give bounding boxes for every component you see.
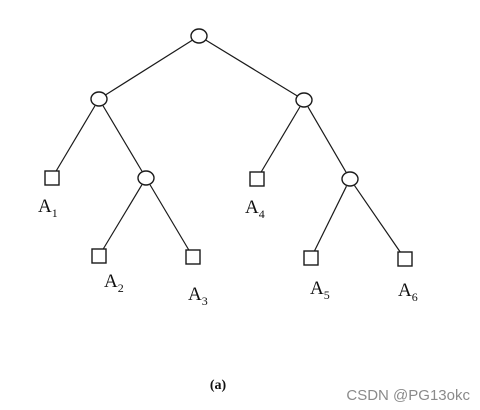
leaf-label-A2: A2 <box>104 271 124 295</box>
inner-node-n1 <box>90 91 108 107</box>
inner-node-root <box>190 28 208 44</box>
edge-n1-n3 <box>102 105 143 172</box>
leaf-subscript-A3: 3 <box>202 294 208 308</box>
edge-root-n1 <box>105 39 193 96</box>
edge-n3-A2 <box>102 184 143 250</box>
leaf-subscript-A1: 1 <box>52 206 58 220</box>
tree-nodes <box>44 28 413 267</box>
diagram-caption: (a) <box>210 378 227 393</box>
inner-node-n4 <box>341 171 359 187</box>
leaf-subscript-A5: 5 <box>324 288 330 302</box>
leaf-node-A1 <box>44 170 60 186</box>
edge-n4-A6 <box>354 185 401 253</box>
edge-n2-n4 <box>307 106 347 173</box>
leaf-label-A6: A6 <box>398 280 418 304</box>
edge-n2-A4 <box>260 106 301 173</box>
edge-n1-A1 <box>55 105 96 172</box>
leaf-label-A5: A5 <box>310 278 330 302</box>
leaf-label-A4: A4 <box>245 197 265 221</box>
leaf-subscript-A4: 4 <box>259 207 265 221</box>
leaf-label-A3: A3 <box>188 284 208 308</box>
edge-root-n2 <box>205 39 298 97</box>
leaf-subscript-A2: 2 <box>118 281 124 295</box>
leaf-label-A1: A1 <box>38 196 58 220</box>
edge-n3-A3 <box>149 184 190 251</box>
inner-node-n3 <box>137 170 155 186</box>
inner-node-n2 <box>295 92 313 108</box>
watermark-text: CSDN @PG13okc <box>346 387 470 404</box>
leaf-node-A6 <box>397 251 413 267</box>
leaf-subscript-A6: 6 <box>412 290 418 304</box>
leaf-node-A2 <box>91 248 107 264</box>
leaf-node-A4 <box>249 171 265 187</box>
edge-n4-A5 <box>313 185 347 252</box>
leaf-node-A3 <box>185 249 201 265</box>
leaf-node-A5 <box>303 250 319 266</box>
tree-edges <box>55 39 401 253</box>
